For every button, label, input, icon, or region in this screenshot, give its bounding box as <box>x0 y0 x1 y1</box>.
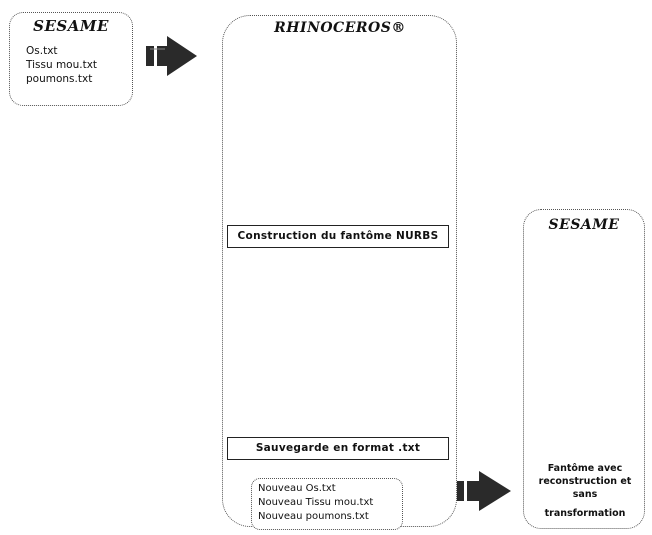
arrow-to-rhinoceros-icon <box>146 36 197 76</box>
sesame-output-title: SESAME <box>523 217 645 233</box>
caption-line-4: transformation <box>526 507 644 520</box>
sesame-input-file-list: Os.txt Tissu mou.txt poumons.txt <box>26 44 97 86</box>
file-nouveau-poumons: Nouveau poumons.txt <box>258 510 373 524</box>
file-nouveau-os: Nouveau Os.txt <box>258 482 373 496</box>
caption-line-3: sans <box>526 488 644 501</box>
file-nouveau-tissu-mou: Nouveau Tissu mou.txt <box>258 496 373 510</box>
output-file-list: Nouveau Os.txt Nouveau Tissu mou.txt Nou… <box>258 482 373 524</box>
sesame-input-title: SESAME <box>9 17 133 35</box>
construction-step-box: Construction du fantôme NURBS <box>227 225 449 248</box>
file-poumons: poumons.txt <box>26 72 97 86</box>
phantom-caption: Fantôme avec reconstruction et sans tran… <box>526 462 644 520</box>
arrow-to-sesame-output-icon <box>456 471 511 511</box>
rhinoceros-title: RHINOCEROS® <box>222 20 458 36</box>
save-step-box: Sauvegarde en format .txt <box>227 437 449 460</box>
caption-line-2: reconstruction et <box>526 475 644 488</box>
caption-line-1: Fantôme avec <box>526 462 644 475</box>
file-tissu-mou: Tissu mou.txt <box>26 58 97 72</box>
file-os: Os.txt <box>26 44 97 58</box>
